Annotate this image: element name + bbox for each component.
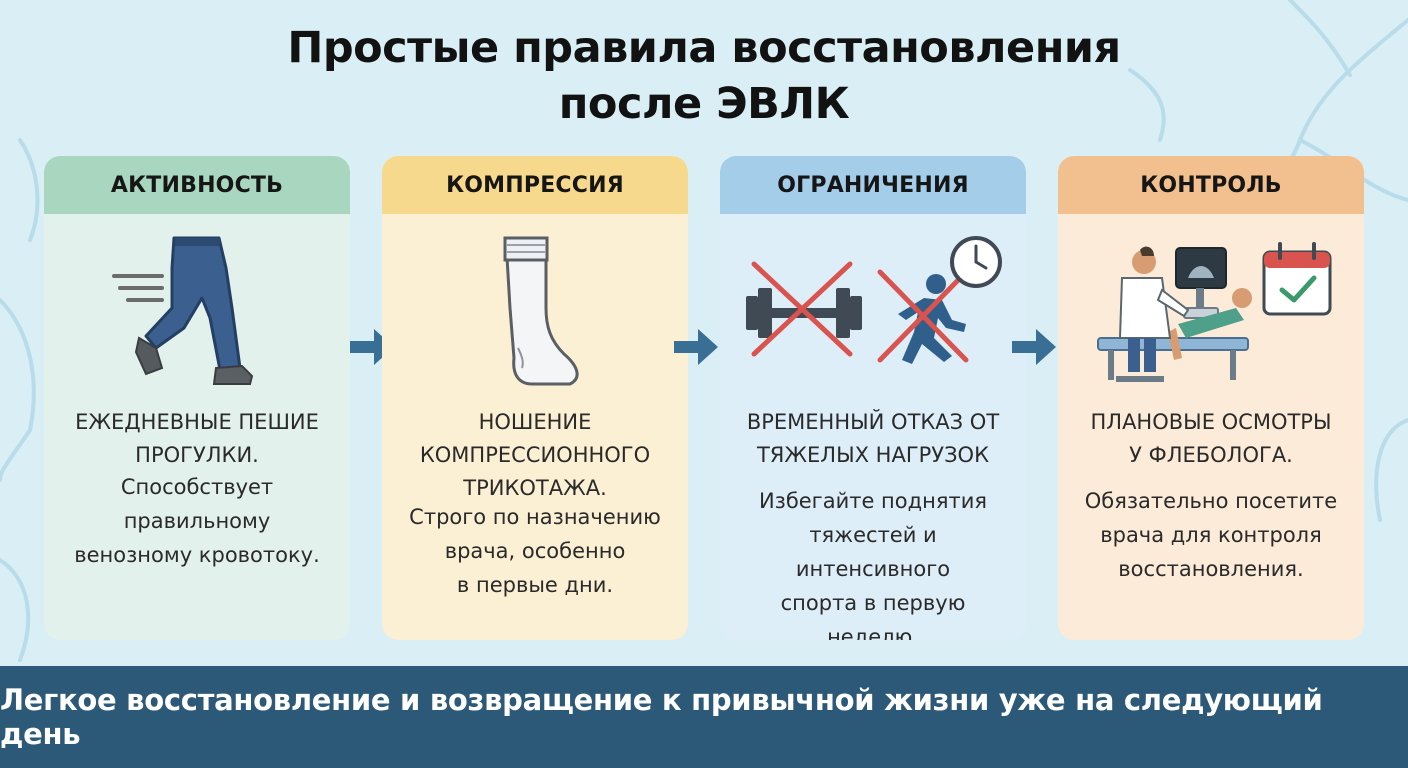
card-compression: КОМПРЕССИЯ НОШЕНИЕ КОМПРЕССИОННОГО ТРИКО… [382,156,688,640]
arrow-right-icon [1012,329,1056,365]
card-header-restrictions: ОГРАНИЧЕНИЯ [720,156,1026,214]
no-heavy-exercise-icon [746,236,1002,364]
card-heading-control: ПЛАНОВЫЕ ОСМОТРЫ У ФЛЕБОЛОГА. [1090,410,1332,467]
card-body-restrictions: Избегайте поднятия тяжестей и интенсивно… [758,489,988,640]
compression-stocking-icon [503,236,579,386]
doctor-ultrasound-icon [1097,242,1332,382]
walking-legs-icon [112,236,254,385]
card-control: КОНТРОЛЬ ПЛАНОВЫЕ ОСМОТРЫ У ФЛЕБОЛОГА. О… [1058,156,1364,640]
title-line-2: после ЭВЛК [558,79,850,129]
card-body-compression: Строго по назначению врача, особенно в п… [409,505,661,597]
card-header-control: КОНТРОЛЬ [1058,156,1364,214]
card-restrictions: ОГРАНИЧЕНИЯ ВРЕМЕННЫЙ ОТКАЗ ОТ ТЯЖЕЛЫХ Н… [720,156,1026,640]
card-heading-restrictions: ВРЕМЕННЫЙ ОТКАЗ ОТ ТЯЖЕЛЫХ НАГРУЗОК [746,410,1000,467]
page-title: Простые правила восстановления после ЭВЛ… [0,20,1408,132]
card-body-control: Обязательно посетите врача для контроля … [1084,489,1338,581]
footer-text: Легкое восстановление и возвращение к пр… [0,683,1323,751]
card-body-activity: Способствует правильному венозному крово… [74,475,320,567]
card-header-compression: КОМПРЕССИЯ [382,156,688,214]
card-header-activity: АКТИВНОСТЬ [44,156,350,214]
card-heading-compression: НОШЕНИЕ КОМПРЕССИОННОГО ТРИКОТАЖА. [419,410,651,500]
card-activity: АКТИВНОСТЬ ЕЖЕДНЕВНЫЕ ПЕШИЕ ПРОГУЛКИ. Сп… [44,156,350,640]
card-heading-activity: ЕЖЕДНЕВНЫЕ ПЕШИЕ ПРОГУЛКИ. [75,410,319,467]
footer-banner: Легкое восстановление и возвращение к пр… [0,666,1408,768]
title-line-1: Простые правила восстановления [287,23,1121,73]
arrow-right-icon [674,329,718,365]
